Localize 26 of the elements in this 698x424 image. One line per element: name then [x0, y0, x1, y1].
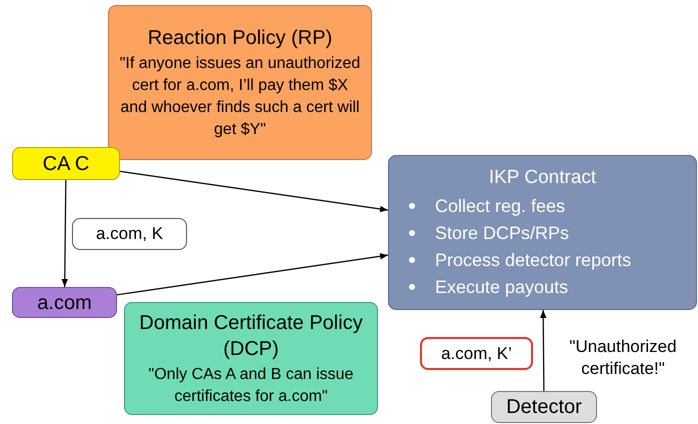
entity-box	[12, 287, 117, 318]
arrow	[116, 253, 388, 296]
arrow	[120, 170, 388, 212]
bullet-item: Store DCPs/RPs	[397, 220, 688, 246]
entity-label: Detector	[505, 395, 583, 420]
box-heading: IKP Contract	[488, 166, 598, 190]
bullet-item: Collect reg. fees	[397, 192, 688, 220]
entity-label: CA C	[42, 152, 90, 176]
entity-box	[12, 147, 120, 180]
policy-quote: "If anyone issues an unauthorized cert for a.com, I’ll pay them $X and whoever finds such a cert will get $Y"	[118, 54, 362, 140]
arrow	[540, 310, 546, 391]
bullet-item: Execute payouts	[397, 274, 688, 300]
entity-box	[491, 391, 597, 423]
entity-label: a.com	[36, 290, 93, 316]
bullet-item: Process detector reports	[397, 246, 688, 274]
policy-box	[108, 5, 372, 160]
policy-box	[124, 302, 378, 415]
policy-quote: "Only CAs A and B can issue certificates for a.com"	[148, 364, 354, 406]
message-text: a.com, K	[94, 223, 164, 246]
arrow	[62, 180, 68, 287]
contract-box	[388, 155, 697, 310]
box-heading: Reaction Policy (RP)	[146, 26, 334, 50]
box-heading: Domain Certificate Policy (DCP)	[138, 310, 364, 362]
message-box	[420, 337, 533, 370]
message-box	[72, 218, 187, 250]
message-text: a.com, K’	[440, 342, 513, 365]
